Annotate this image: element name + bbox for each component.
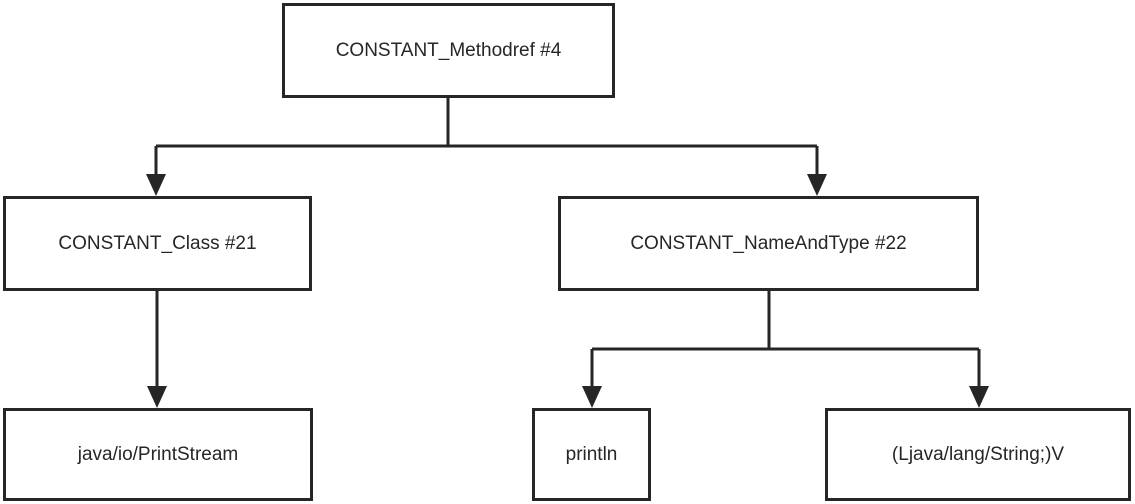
node-constant-class: CONSTANT_Class #21 [3,196,312,291]
arrowhead-nameandtype-to-descriptor [969,386,989,408]
node-label: println [565,443,618,465]
node-constant-nameandtype: CONSTANT_NameAndType #22 [558,196,979,291]
node-label: CONSTANT_NameAndType #22 [630,232,907,254]
node-label: java/io/PrintStream [77,443,239,465]
node-label: CONSTANT_Class #21 [58,232,257,254]
node-label: CONSTANT_Methodref #4 [335,39,562,61]
arrowhead-nameandtype-to-methodname [582,386,602,408]
node-class-name: java/io/PrintStream [3,408,313,501]
node-method-descriptor: (Ljava/lang/String;)V [825,408,1131,501]
node-method-name: println [532,408,651,501]
node-constant-methodref: CONSTANT_Methodref #4 [282,3,615,98]
arrowhead-root-to-class [146,174,166,196]
arrowhead-root-to-nameandtype [807,174,827,196]
node-label: (Ljava/lang/String;)V [891,443,1065,465]
arrowhead-class-to-classname [147,386,167,408]
